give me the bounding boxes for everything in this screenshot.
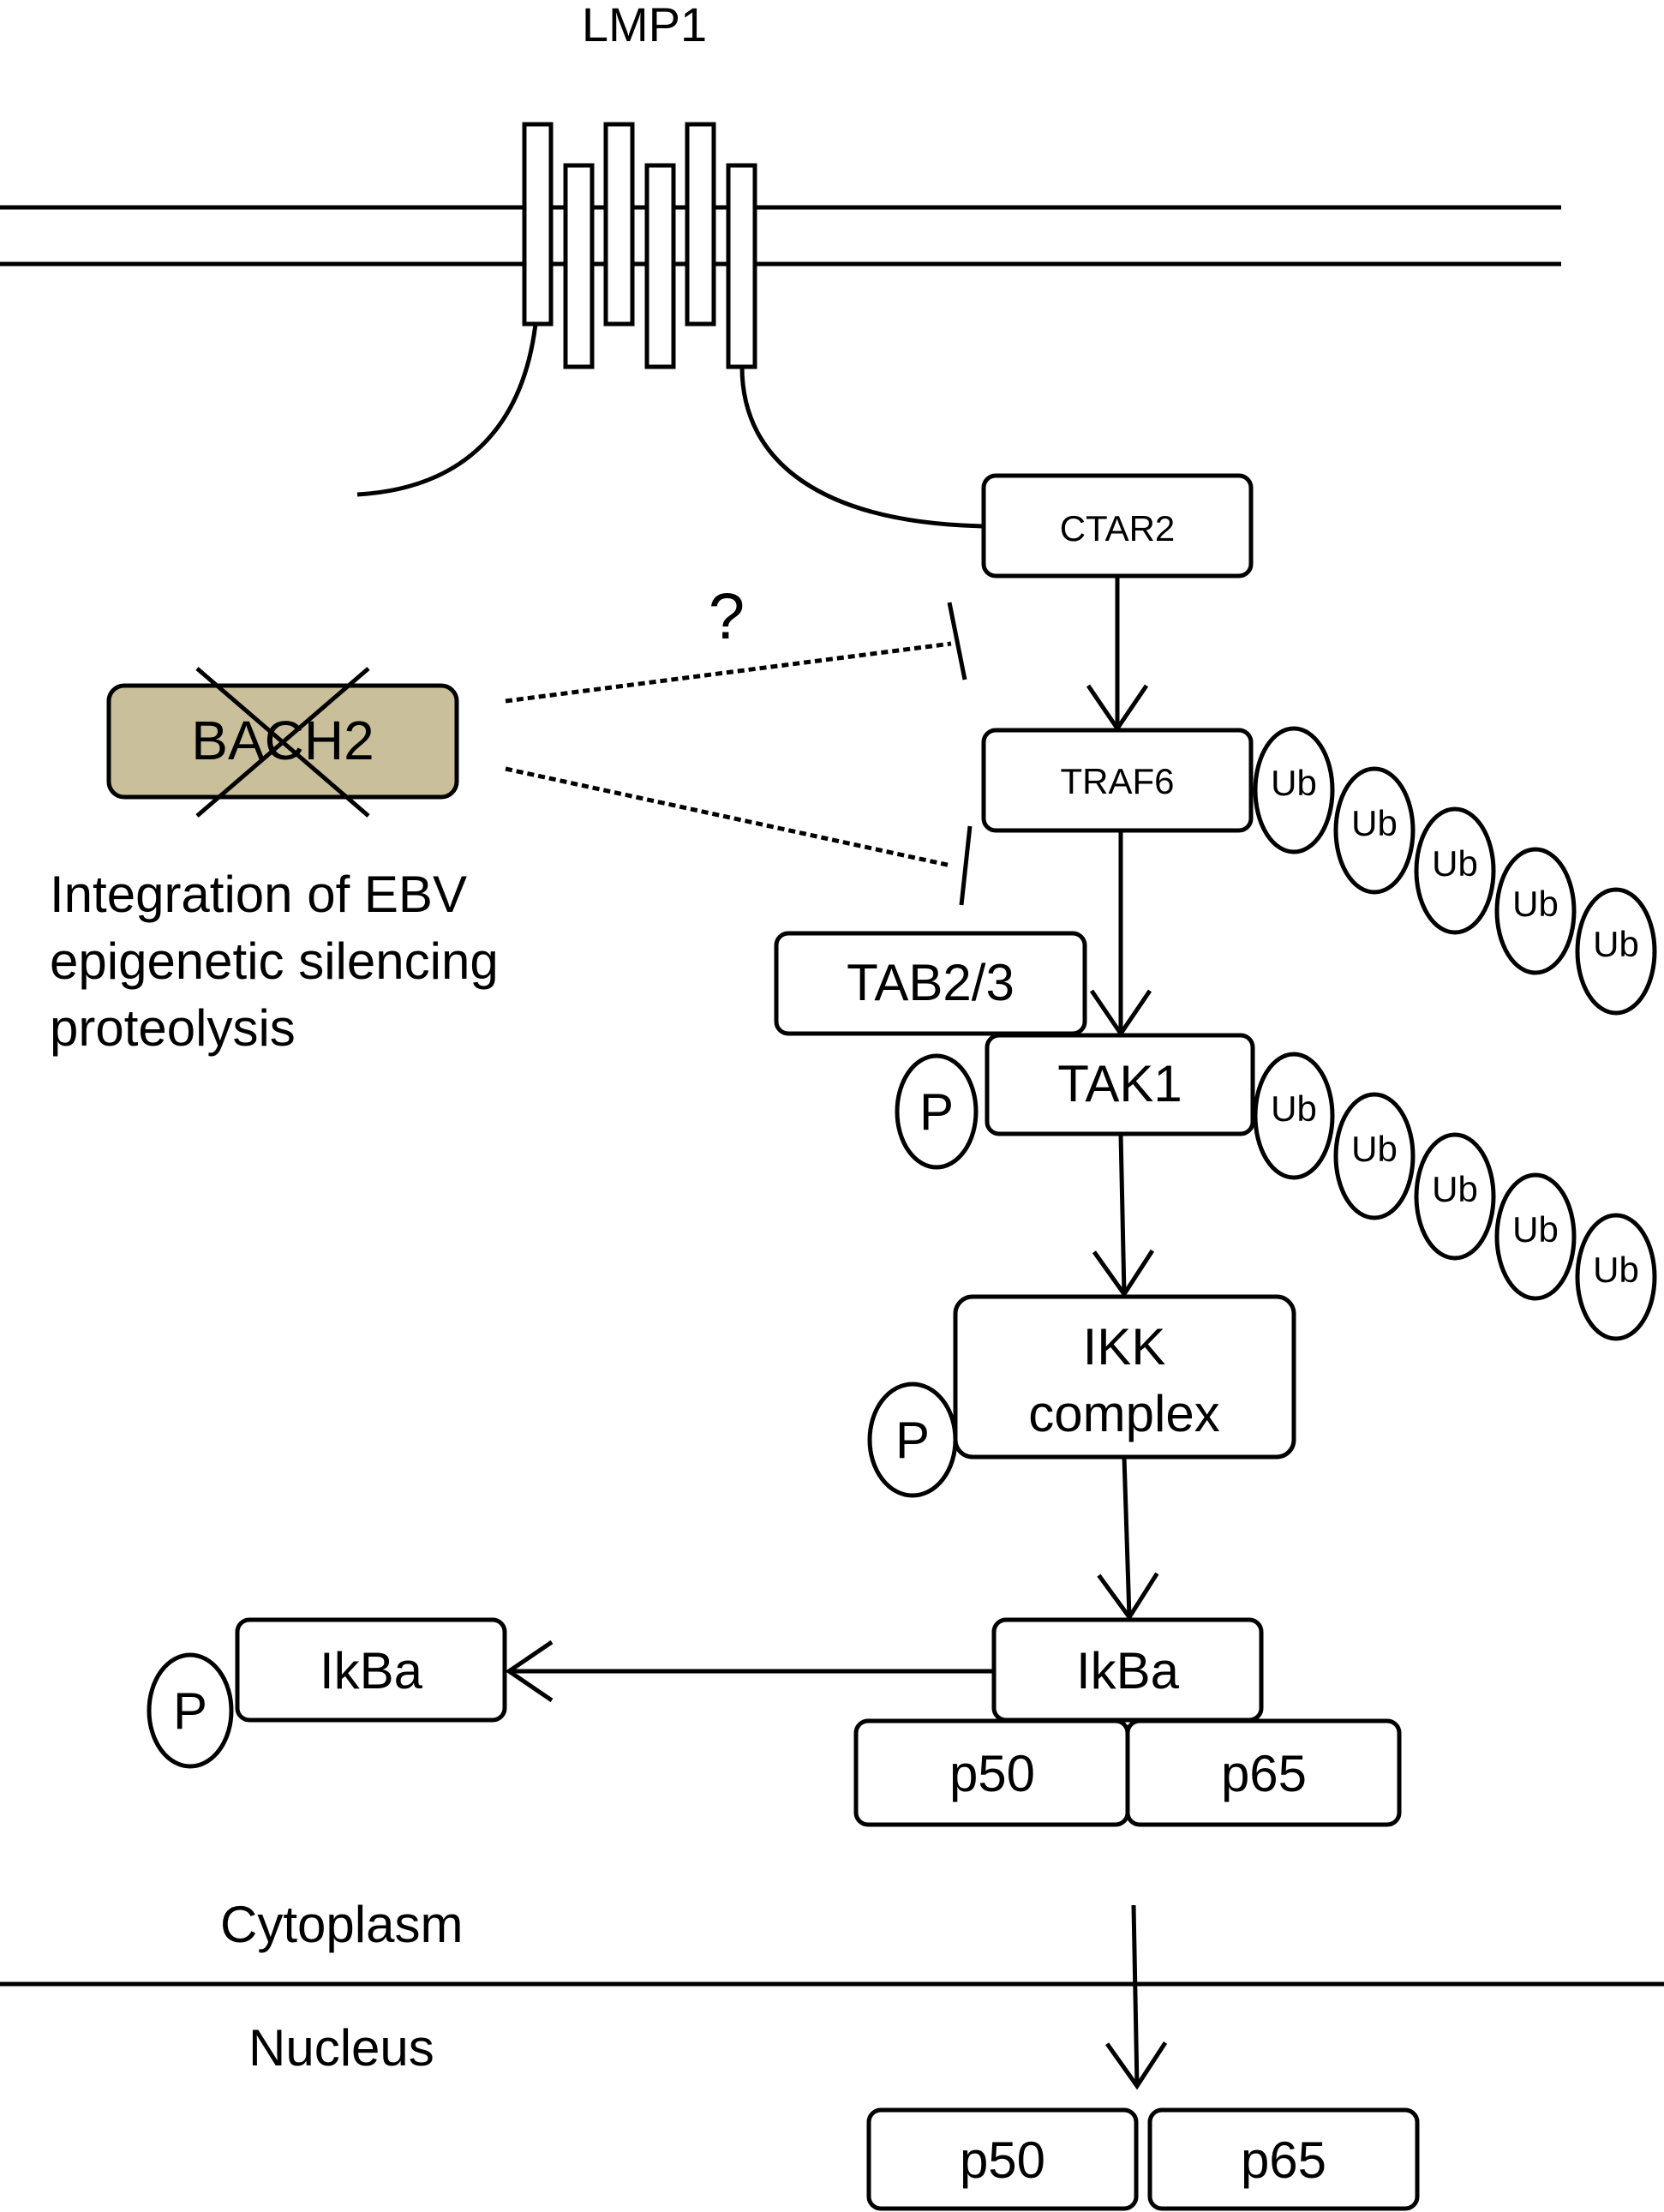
bach2-annotation: Integration of EBV epigenetic silencing … <box>50 866 499 1057</box>
bach2-inhibition-upper <box>505 602 967 704</box>
lmp1-c-terminal-tail <box>739 366 985 529</box>
nucleus-label: Nucleus <box>248 2019 434 2077</box>
tm-segment <box>603 122 635 327</box>
ikk-phospho-circle <box>867 1382 958 1498</box>
ubiquitin-circle <box>1575 1213 1657 1341</box>
p50-cyto-label: p50 <box>949 1745 1035 1802</box>
ubiquitin-circle <box>1494 847 1577 975</box>
ubiquitin-label: Ub <box>1593 924 1639 964</box>
ubiquitin-label: Ub <box>1271 763 1317 803</box>
ikba-free-box <box>235 1617 507 1723</box>
tm-segment <box>522 122 554 327</box>
arrow-ikk-to-ikba <box>1097 1456 1159 1622</box>
traf6-box <box>981 728 1254 833</box>
cytoplasm-label: Cytoplasm <box>220 1896 463 1953</box>
tm-segment <box>563 163 595 369</box>
tak1-phospho-label: P <box>919 1083 954 1141</box>
tak1-box <box>985 1033 1255 1136</box>
p50-nuc-box <box>866 2107 1139 2211</box>
tab23-label: TAB2/3 <box>847 954 1015 1011</box>
ubiquitin-circle <box>1253 726 1335 854</box>
ubiquitin-label: Ub <box>1351 1129 1398 1169</box>
ikk-phospho-label: P <box>895 1412 930 1469</box>
lmp1-transmembrane-segments <box>522 122 757 369</box>
ubiquitin-circle <box>1333 1092 1416 1220</box>
tak1-phospho-circle <box>895 1053 979 1170</box>
tm-segment <box>685 122 716 327</box>
question-mark: ? <box>709 580 745 653</box>
tak1-label: TAK1 <box>1057 1055 1182 1112</box>
annotation-line: proteolysis <box>50 999 296 1057</box>
ubiquitin-label: Ub <box>1512 884 1559 924</box>
ubiquitin-circle <box>1494 1172 1577 1301</box>
annotation-line: Integration of EBV <box>50 866 467 923</box>
tm-segment <box>644 163 676 369</box>
ikba-free-label: IkBa <box>320 1642 423 1699</box>
ubiquitin-label: Ub <box>1432 843 1478 884</box>
plasma-membrane <box>0 205 1561 267</box>
p65-cyto-label: p65 <box>1221 1745 1307 1802</box>
p50-nuc-label: p50 <box>960 2131 1045 2189</box>
lmp1-label: LMP1 <box>582 0 707 51</box>
ctar2-label: CTAR2 <box>1060 508 1176 549</box>
p65-nuc-label: p65 <box>1241 2131 1326 2189</box>
ikk-complex-label-line2: complex <box>1028 1385 1219 1442</box>
tm-segment <box>726 163 757 369</box>
p65-cyto-box <box>1125 1718 1402 1827</box>
traf6-ubiquitin-chain: Ub Ub Ub Ub Ub <box>1253 726 1657 1016</box>
ubiquitin-circle <box>1253 1052 1335 1180</box>
traf6-label: TRAF6 <box>1060 761 1174 801</box>
ikba-bound-label: IkBa <box>1076 1642 1180 1699</box>
annotation-line: epigenetic silencing <box>50 932 499 990</box>
ubiquitin-label: Ub <box>1271 1088 1317 1129</box>
bach2-knockout-cross <box>195 667 370 818</box>
ubiquitin-circle <box>1414 806 1496 935</box>
bach2-inhibition-lower <box>505 766 973 906</box>
arrow-nuclear-translocation <box>1105 1904 1168 2090</box>
ubiquitin-label: Ub <box>1593 1250 1639 1290</box>
arrow-tak1-to-ikk <box>1092 1133 1155 1298</box>
ikba-free-phospho-label: P <box>173 1682 207 1740</box>
tak1-ubiquitin-chain: Ub Ub Ub Ub Ub <box>1253 1052 1657 1341</box>
ikk-complex-label-line1: IKK <box>1083 1318 1166 1376</box>
ubiquitin-circle <box>1333 766 1416 895</box>
ubiquitin-label: Ub <box>1512 1209 1559 1250</box>
ubiquitin-circle <box>1575 887 1657 1016</box>
ubiquitin-label: Ub <box>1351 803 1398 843</box>
ikba-free-phospho-circle <box>147 1652 234 1769</box>
ubiquitin-label: Ub <box>1432 1169 1478 1209</box>
ubiquitin-circle <box>1414 1132 1496 1261</box>
p65-nuc-box <box>1147 2107 1420 2211</box>
lmp1-n-terminal-tail <box>356 323 538 497</box>
tab23-box <box>774 931 1087 1036</box>
